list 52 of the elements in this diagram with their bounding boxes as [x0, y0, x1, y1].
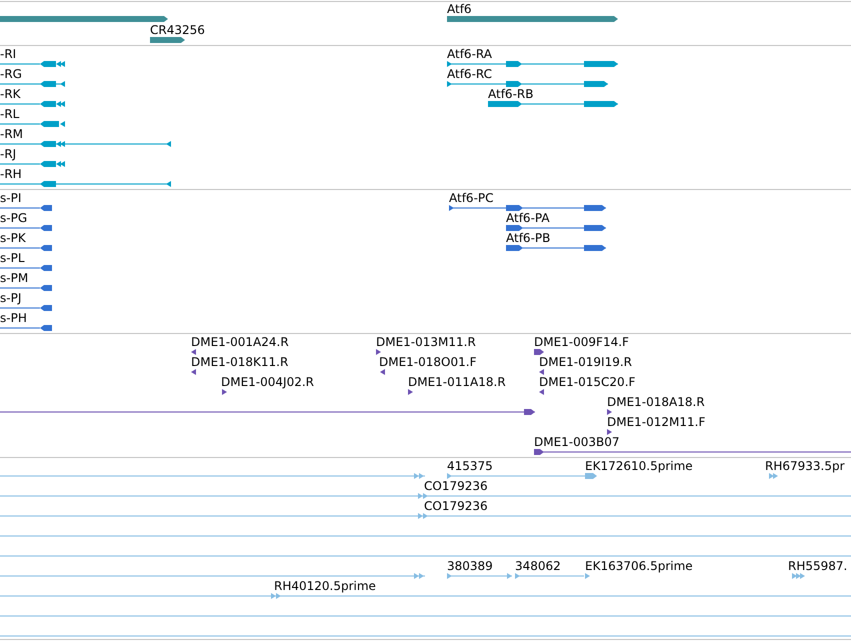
- feature-label: -RM: [0, 128, 24, 141]
- feature-label: s-PM: [0, 272, 28, 285]
- alignment-line: [0, 633, 851, 639]
- feature-label: -RL: [0, 108, 20, 121]
- feature-label: Atf6: [447, 3, 472, 16]
- feature-label: DME1-003B07: [534, 436, 620, 449]
- feature-label: DME1-013M11.R: [376, 336, 476, 349]
- feature-label: -RG: [0, 68, 22, 81]
- feature-label: DME1-009F14.F: [534, 336, 629, 349]
- feature-label: DME1-018K11.R: [191, 356, 288, 369]
- feature-label: DME1-018O01.F: [379, 356, 476, 369]
- feature-label: 380389: [447, 560, 493, 573]
- feature-label: EK172610.5prime: [585, 460, 693, 473]
- feature-label: DME1-011A18.R: [408, 376, 506, 389]
- feature-label: Atf6-RA: [447, 48, 492, 61]
- feature-label: DME1-018A18.R: [607, 396, 705, 409]
- feature-label: RH67933.5pr: [765, 460, 845, 473]
- gene-bar: [0, 16, 168, 22]
- feature-label: -RI: [0, 48, 16, 61]
- feature-label: s-PL: [0, 252, 25, 265]
- feature-label: CO179236: [424, 480, 488, 493]
- feature-label: CO179236: [424, 500, 488, 513]
- feature-label: s-PH: [0, 312, 27, 325]
- feature-label: s-PJ: [0, 292, 22, 305]
- feature-label: CR43256: [150, 24, 205, 37]
- feature-label: Atf6-RC: [447, 68, 492, 81]
- feature-label: Atf6-PC: [449, 192, 494, 205]
- feature-label: Atf6-RB: [488, 88, 534, 101]
- alignment-line: [0, 473, 425, 479]
- alignment-line: [0, 553, 851, 559]
- alignment-line: [0, 409, 535, 415]
- feature-label: s-PI: [0, 192, 22, 205]
- alignment-line: [0, 533, 851, 539]
- feature-label: DME1-004J02.R: [221, 376, 314, 389]
- feature-label: -RH: [0, 168, 22, 181]
- feature-label: 415375: [447, 460, 493, 473]
- feature-label: Atf6-PB: [506, 232, 550, 245]
- feature-label: DME1-001A24.R: [191, 336, 289, 349]
- feature-label: DME1-019I19.R: [539, 356, 632, 369]
- feature-label: Atf6-PA: [506, 212, 550, 225]
- alignment-line: [0, 613, 851, 619]
- feature-label: RH40120.5prime: [274, 580, 376, 593]
- feature-label: RH55987.: [788, 560, 848, 573]
- feature-label: EK163706.5prime: [585, 560, 693, 573]
- alignment-line: [0, 573, 425, 579]
- feature-label: -RK: [0, 88, 21, 101]
- feature-label: DME1-012M11.F: [607, 416, 706, 429]
- feature-label: -RJ: [0, 148, 16, 161]
- feature-label: s-PG: [0, 212, 28, 225]
- feature-label: 348062: [515, 560, 561, 573]
- feature-label: s-PK: [0, 232, 26, 245]
- feature-label: DME1-015C20.F: [539, 376, 636, 389]
